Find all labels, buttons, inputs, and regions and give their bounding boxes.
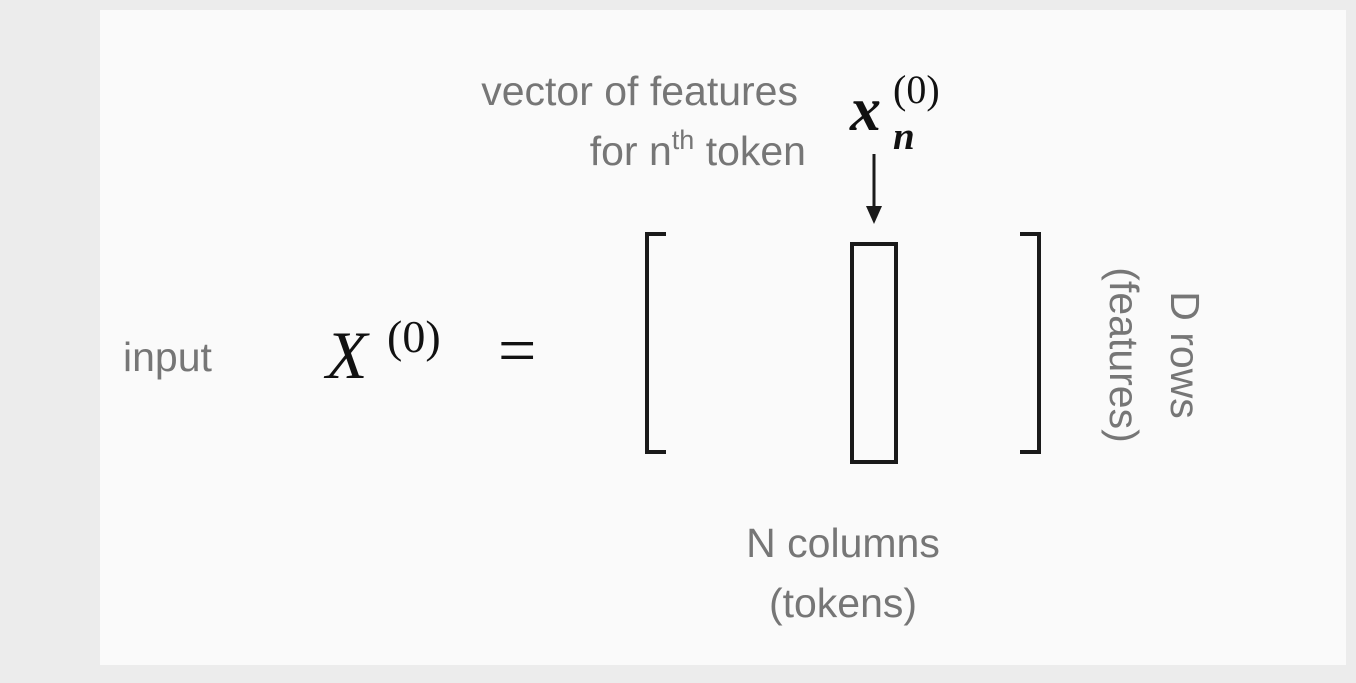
equals-sign: = [498, 312, 536, 388]
annotation-line-1: vector of features [481, 68, 798, 114]
vector-symbol-base: x [849, 76, 881, 144]
vector-symbol-subscript: n [893, 115, 915, 158]
matrix-symbol-base: X [323, 317, 370, 393]
rows-label-line-1: D rows [1162, 291, 1208, 419]
columns-label-line-1: N columns [746, 520, 940, 566]
annotation-suffix: token [694, 128, 806, 174]
columns-label-line-2: (tokens) [769, 580, 917, 626]
input-label: input [123, 334, 213, 380]
arrow-head [866, 206, 882, 224]
right-bracket [1020, 232, 1041, 454]
annotation-line-2: for nth token [590, 125, 806, 174]
diagram-panel [100, 10, 1346, 665]
annotation-prefix: for n [590, 128, 672, 174]
column-vector [850, 242, 898, 464]
left-bracket [645, 232, 666, 454]
rows-label-line-2: (features) [1101, 267, 1147, 442]
vector-symbol-superscript: (0) [893, 67, 940, 112]
annotation-superscript: th [672, 125, 695, 155]
matrix-symbol-superscript: (0) [387, 311, 441, 362]
